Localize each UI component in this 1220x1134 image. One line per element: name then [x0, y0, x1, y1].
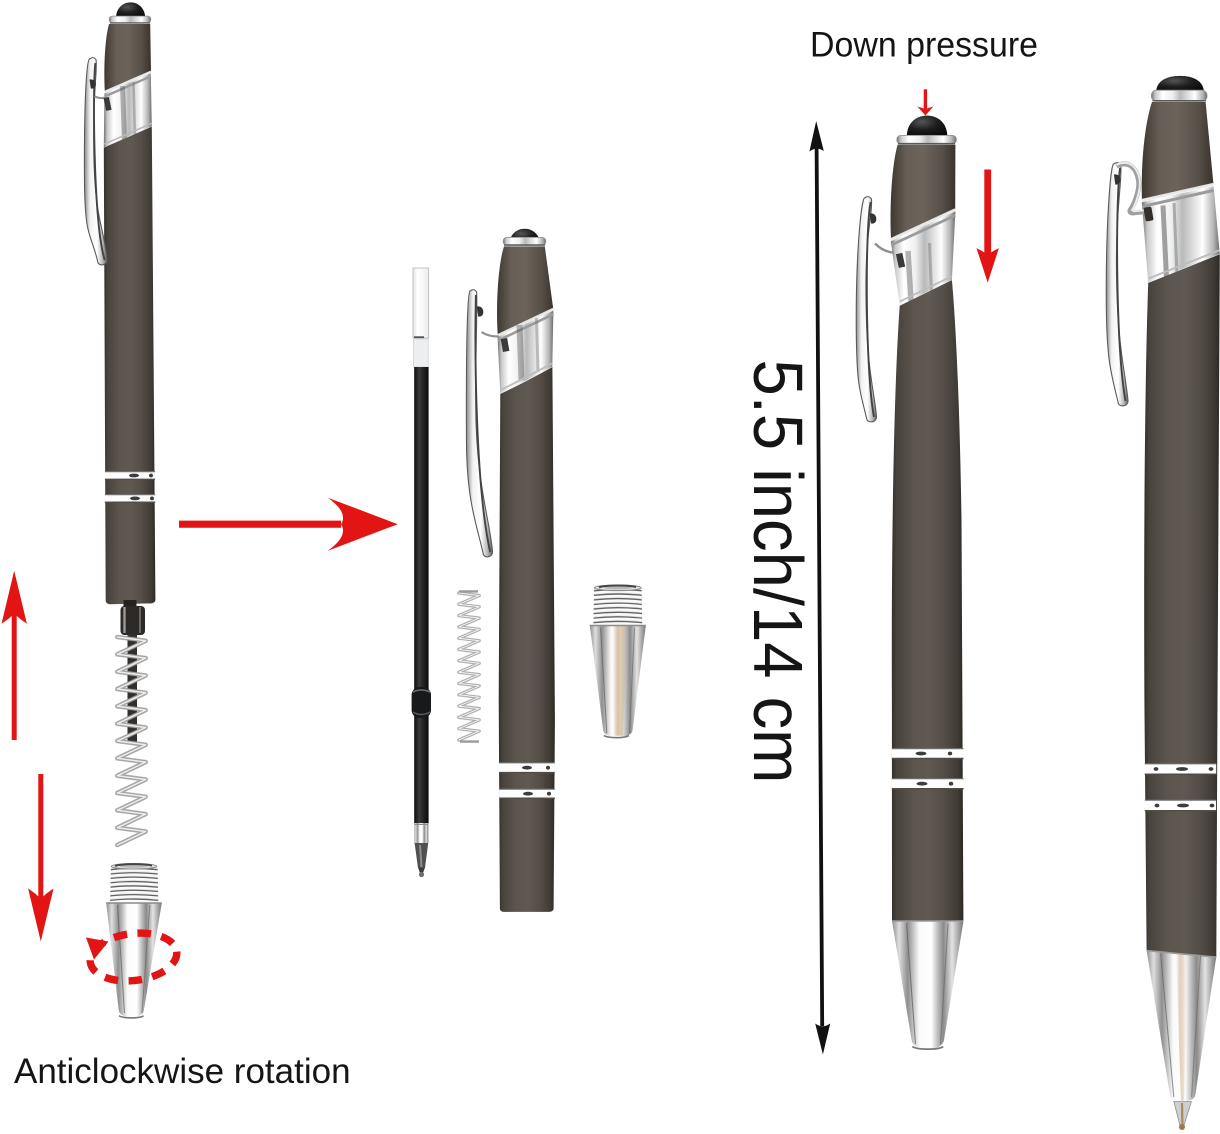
svg-text:Down pressure: Down pressure [810, 26, 1038, 65]
svg-text:5.5 inch/14 cm: 5.5 inch/14 cm [739, 360, 817, 784]
svg-text:Anticlockwise rotation: Anticlockwise rotation [14, 1052, 351, 1091]
